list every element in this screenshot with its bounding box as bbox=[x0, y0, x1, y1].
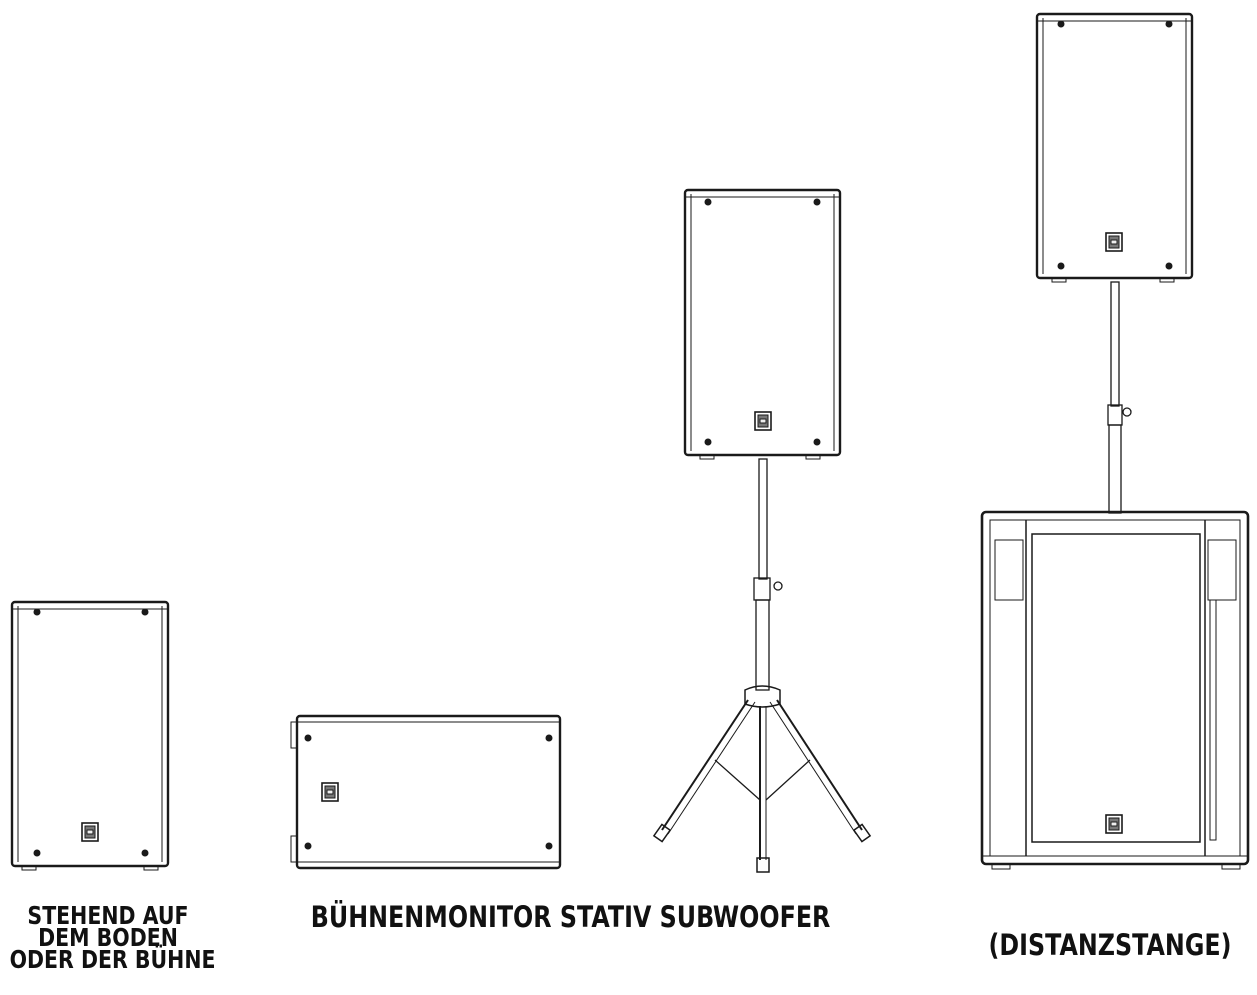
screw-icon bbox=[141, 608, 149, 616]
screw-icon bbox=[813, 438, 821, 446]
label-floor-line2: DEM BODEN bbox=[38, 923, 178, 952]
screw-icon bbox=[1165, 20, 1173, 28]
screw-icon bbox=[141, 849, 149, 857]
speaker-logo-icon bbox=[1105, 814, 1123, 834]
label-distance-pole: (DISTANZSTANGE) bbox=[988, 928, 1232, 962]
screw-icon bbox=[304, 842, 312, 850]
speaker-logo-icon bbox=[321, 782, 339, 802]
speaker-logo-icon bbox=[1105, 232, 1123, 252]
clamp-knob-icon bbox=[773, 581, 783, 591]
label-floor-line3: ODER DER BÜHNE bbox=[9, 945, 216, 974]
subwoofer-pole-speaker bbox=[980, 12, 1250, 870]
screw-icon bbox=[813, 198, 821, 206]
tripod-speaker bbox=[652, 188, 872, 873]
label-monitor-stand-subwoofer: BÜHNENMONITOR STATIV SUBWOOFER bbox=[310, 900, 831, 934]
screw-icon bbox=[33, 608, 41, 616]
screw-icon bbox=[1057, 262, 1065, 270]
stage-monitor-speaker bbox=[290, 714, 562, 870]
floor-speaker bbox=[10, 600, 170, 871]
screw-icon bbox=[1165, 262, 1173, 270]
screw-icon bbox=[545, 842, 553, 850]
clamp-knob-icon bbox=[1122, 407, 1132, 417]
screw-icon bbox=[704, 198, 712, 206]
screw-icon bbox=[1057, 20, 1065, 28]
screw-icon bbox=[704, 438, 712, 446]
screw-icon bbox=[545, 734, 553, 742]
label-floor-standing: STEHEND AUF DEM BODEN ODER DER BÜHNE bbox=[9, 901, 216, 974]
screw-icon bbox=[304, 734, 312, 742]
speaker-logo-icon bbox=[754, 411, 772, 431]
label-floor-line1: STEHEND AUF bbox=[27, 901, 189, 930]
screw-icon bbox=[33, 849, 41, 857]
speaker-logo-icon bbox=[81, 822, 99, 842]
